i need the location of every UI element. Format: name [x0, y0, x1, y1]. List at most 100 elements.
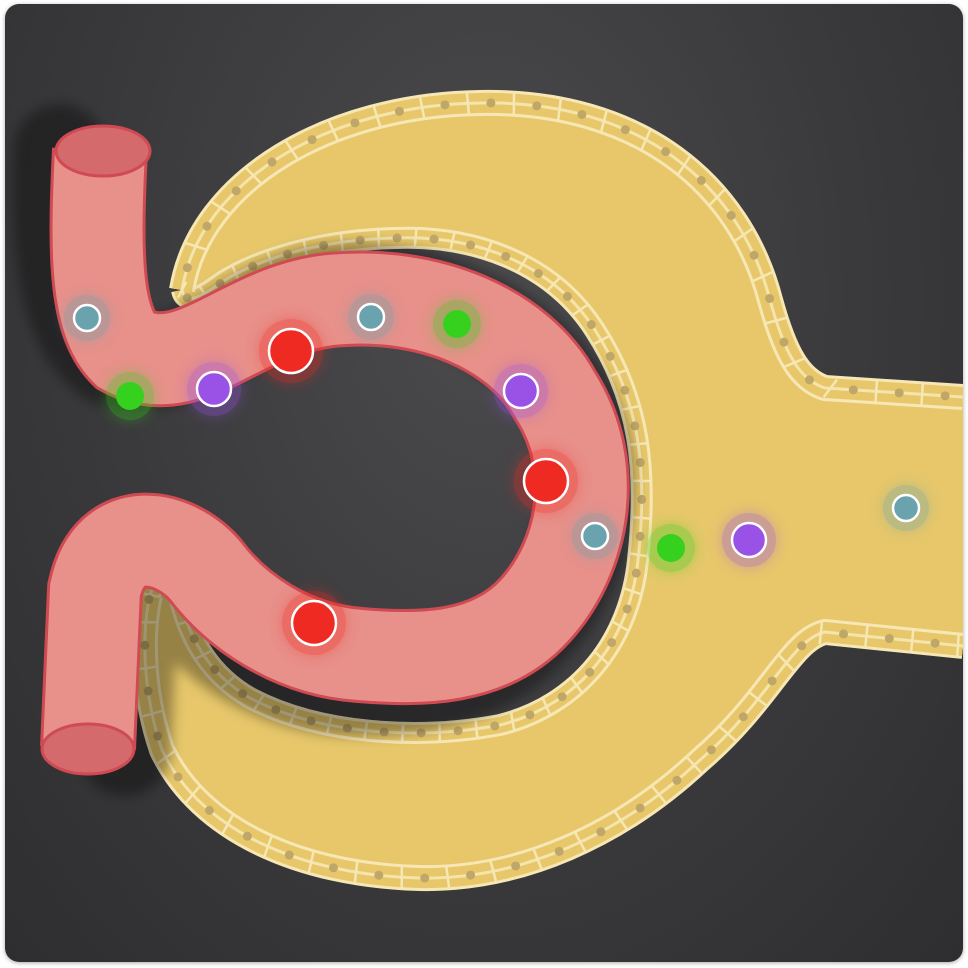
capsule-cell-divider: [748, 691, 768, 707]
capsule-cell-divider: [556, 98, 563, 121]
capsule-cell-nucleus: [622, 604, 632, 614]
capsule-cell-divider: [685, 756, 703, 775]
capsule-cell-nucleus: [804, 375, 814, 385]
particle-core: [195, 370, 233, 408]
capsule-cell-divider: [599, 110, 608, 133]
capsule-cell-divider: [572, 303, 589, 317]
particle-green: [433, 300, 481, 348]
particle-core: [522, 457, 570, 505]
capsule-cell-nucleus: [202, 221, 212, 231]
capsule-cell-nucleus: [284, 850, 294, 860]
capsule-cell-divider: [640, 129, 652, 151]
particle-green: [647, 524, 695, 572]
capsule-cell-nucleus: [696, 175, 706, 185]
capsule-cell-nucleus: [182, 293, 192, 303]
capsule-cell-nucleus: [635, 531, 645, 541]
capsule-cell-nucleus: [533, 268, 543, 278]
capsule-cell-divider: [874, 380, 879, 403]
capsule-cell-nucleus: [765, 293, 775, 303]
capsule-cell-divider: [184, 241, 207, 251]
capsule-cell-nucleus: [635, 803, 645, 813]
capsule-cell-divider: [413, 228, 418, 247]
capsule-cell-nucleus: [557, 692, 567, 702]
particle-core: [356, 302, 386, 332]
particle-core: [730, 521, 768, 559]
capsule-cell-divider: [677, 155, 692, 176]
capsule-cell-divider: [546, 276, 561, 292]
capsule-cell-nucleus: [620, 385, 630, 395]
capsule-cell-divider: [955, 634, 960, 657]
capsule-cell-nucleus: [554, 846, 564, 856]
capsule-cell-divider: [593, 650, 609, 665]
capsule-cell-nucleus: [511, 861, 521, 871]
capsule-cell-divider: [621, 404, 640, 412]
capsule-cell-divider: [483, 241, 493, 259]
capsule-cell-nucleus: [596, 827, 606, 837]
capsule-cell-divider: [909, 629, 915, 652]
nephron-diagram: [12, 89, 963, 892]
capsule-cell-nucleus: [392, 233, 402, 243]
capsule-cell-divider: [611, 620, 629, 632]
particle-core: [502, 372, 540, 410]
capsule-cell-nucleus: [374, 870, 384, 880]
capsule-cell-divider: [733, 227, 754, 243]
capsule-cell-divider: [327, 120, 340, 142]
capsule-cell-nucleus: [738, 712, 748, 722]
capsule-cell-divider: [307, 851, 315, 874]
particle-teal: [883, 485, 929, 531]
capsule-cell-divider: [777, 654, 795, 672]
particle-teal: [348, 294, 394, 340]
capsule-cell-nucleus: [394, 106, 404, 116]
particle-core: [72, 303, 102, 333]
particle-red: [282, 591, 346, 655]
particle-core: [116, 382, 144, 410]
capsule-cell-divider: [284, 140, 299, 160]
vessel-lumen: [43, 147, 627, 750]
capsule-cell-nucleus: [672, 775, 682, 785]
particle-core: [443, 310, 471, 338]
capsule-cell-divider: [474, 719, 479, 738]
vessel-top-opening: [54, 124, 152, 178]
capsule-cell-nucleus: [779, 337, 789, 347]
capsule-cell-divider: [708, 188, 726, 206]
capsule-cell-nucleus: [605, 351, 615, 361]
capsule-cell-nucleus: [490, 721, 500, 731]
capsule-cell-nucleus: [267, 157, 277, 167]
particle-red: [259, 319, 323, 383]
vessel-bottom-opening: [40, 722, 136, 776]
capsule-cell-nucleus: [328, 863, 338, 873]
particle-core: [891, 493, 921, 523]
particle-red: [514, 449, 578, 513]
capsule-cell-nucleus: [231, 186, 241, 196]
capsule-cell-divider: [184, 785, 201, 804]
capsule-cell-divider: [632, 515, 651, 520]
capsule-cell-nucleus: [440, 100, 450, 110]
capsule-cell-nucleus: [182, 263, 192, 273]
capsule-cell-divider: [609, 368, 628, 378]
capsule-cell-divider: [783, 357, 805, 369]
capsule-cell-divider: [372, 105, 382, 128]
capsule-cell-divider: [629, 442, 648, 447]
capsule-cell-divider: [221, 814, 235, 835]
capsule-cell-nucleus: [204, 805, 214, 815]
capsule-cell-nucleus: [630, 421, 640, 431]
capsule-cell-nucleus: [173, 772, 183, 782]
capsule-cell-divider: [570, 677, 583, 694]
capsule-cell-divider: [574, 831, 587, 853]
blood-vessel: [12, 104, 635, 796]
capsule-cell-nucleus: [884, 634, 894, 644]
capsule-cell-nucleus: [585, 667, 595, 677]
capsule-cell-divider: [244, 166, 263, 185]
capsule-cell-nucleus: [607, 637, 617, 647]
capsule-cell-nucleus: [501, 251, 511, 261]
capsule-cell-nucleus: [466, 870, 476, 880]
particle-teal: [572, 513, 618, 559]
capsule-cell-nucleus: [453, 726, 463, 736]
capsule-cell-nucleus: [940, 391, 950, 401]
capsule-cell-nucleus: [631, 568, 641, 578]
capsule-cell-divider: [418, 96, 426, 119]
capsule-cell-nucleus: [242, 831, 252, 841]
capsule-cell-divider: [650, 785, 667, 804]
capsule-cell-nucleus: [894, 388, 904, 398]
capsule-cell-nucleus: [930, 638, 940, 648]
